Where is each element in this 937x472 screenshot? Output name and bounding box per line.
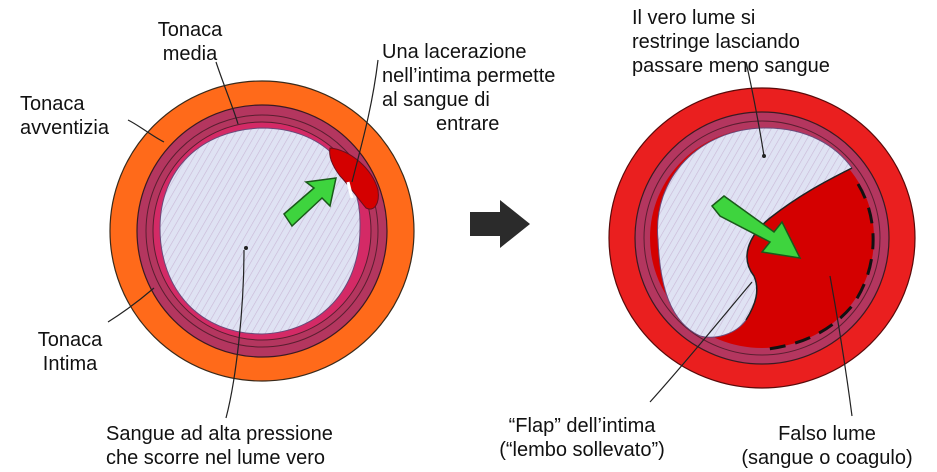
label-line: passare meno sangue (632, 54, 830, 78)
label-line: (“lembo sollevato”) (472, 438, 692, 462)
label-sangue-alta-pressione: Sangue ad alta pressione che scorre nel … (106, 422, 333, 470)
left-vessel (110, 81, 414, 381)
label-line: che scorre nel lume vero (106, 446, 333, 470)
label-flap: “Flap” dell’intima (“lembo sollevato”) (472, 414, 692, 462)
label-line: Intima (20, 352, 120, 376)
left-lumen-point (244, 246, 248, 250)
left-true-lumen (160, 128, 360, 334)
label-line: (sangue o coagulo) (722, 446, 932, 470)
label-tonaca-avventizia: Tonaca avventizia (20, 92, 109, 140)
label-line: avventizia (20, 116, 109, 140)
right-vessel (609, 88, 915, 388)
label-line: entrare (382, 112, 555, 136)
label-line: Sangue ad alta pressione (106, 422, 333, 446)
label-line: “Flap” dell’intima (472, 414, 692, 438)
label-line: Tonaca (135, 18, 245, 42)
black-arrow-icon (470, 200, 530, 248)
label-line: Il vero lume si (632, 6, 830, 30)
label-line: media (135, 42, 245, 66)
label-line: Tonaca (20, 92, 109, 116)
label-tonaca-media: Tonaca media (135, 18, 245, 66)
label-vero-lume: Il vero lume si restringe lasciando pass… (632, 6, 830, 78)
label-line: Una lacerazione (382, 40, 555, 64)
label-line: Falso lume (722, 422, 932, 446)
label-line: al sangue di (382, 88, 555, 112)
label-line: nell’intima permette (382, 64, 555, 88)
label-line: restringe lasciando (632, 30, 830, 54)
label-lacerazione: Una lacerazione nell’intima permette al … (382, 40, 555, 136)
label-falso-lume: Falso lume (sangue o coagulo) (722, 422, 932, 470)
label-line: Tonaca (20, 328, 120, 352)
label-tonaca-intima: Tonaca Intima (20, 328, 120, 376)
